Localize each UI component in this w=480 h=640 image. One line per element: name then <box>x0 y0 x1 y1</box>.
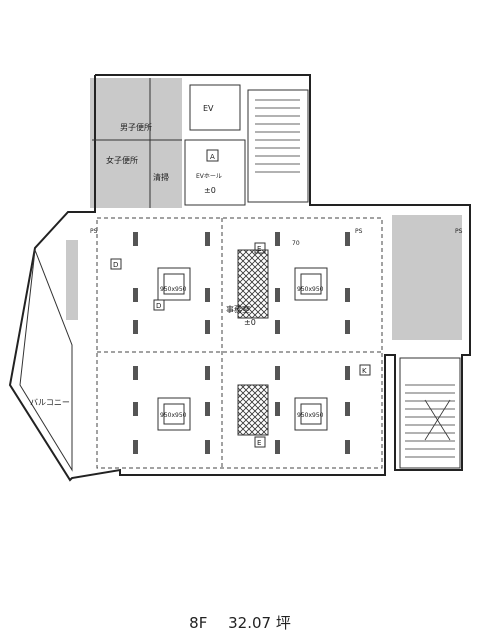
mens-toilet-label: 男子便所 <box>120 122 152 132</box>
svg-text:E: E <box>257 245 261 253</box>
ac-unit-2: 950x950 <box>294 267 328 301</box>
ac-unit-3: 950x950 <box>157 397 191 431</box>
lower-stair <box>399 357 461 469</box>
svg-text:D: D <box>113 261 118 269</box>
ac-unit-4: 950x950 <box>294 397 328 431</box>
outer-wall <box>8 74 471 482</box>
ev-hall-label: EVホール <box>196 173 222 180</box>
svg-text:D: D <box>156 302 161 310</box>
svg-text:PS: PS <box>455 228 463 235</box>
ev-label: EV <box>203 104 214 113</box>
hatched-zone-lower <box>237 384 269 436</box>
svg-text:950x950: 950x950 <box>160 286 187 293</box>
ev-shaft <box>189 84 241 131</box>
floor-caption: 8F 32.07 坪 <box>0 612 480 633</box>
svg-text:K: K <box>362 367 367 375</box>
ev-hall-marker: A <box>210 153 215 161</box>
ac-unit-1: 950x950 <box>157 267 191 301</box>
left-strip-area <box>66 240 78 320</box>
balcony-label: バルコニー <box>30 398 70 407</box>
stair-treads-upper <box>255 99 300 173</box>
svg-text:70: 70 <box>292 240 300 247</box>
svg-text:950x950: 950x950 <box>297 412 324 419</box>
office-label: 事務室 <box>226 304 250 314</box>
right-shaft-area <box>392 215 462 340</box>
svg-text:PS: PS <box>355 228 363 235</box>
floor-label: 8F <box>189 614 208 632</box>
cleaning-label: 清掃 <box>153 172 169 182</box>
balcony-outline <box>19 249 73 472</box>
svg-text:950x950: 950x950 <box>297 286 324 293</box>
svg-text:950x950: 950x950 <box>160 412 187 419</box>
womens-toilet-label: 女子便所 <box>106 155 138 165</box>
restroom-area <box>90 78 182 208</box>
ev-hall <box>184 139 246 206</box>
stair-treads-lower <box>405 384 455 458</box>
svg-text:E: E <box>257 439 261 447</box>
office-level: ±0 <box>244 318 256 327</box>
upper-stair <box>247 89 309 203</box>
office-boundary <box>96 217 383 469</box>
svg-text:PS: PS <box>90 228 98 235</box>
hatched-zone-upper <box>237 249 269 319</box>
ev-hall-level: ±0 <box>204 186 216 195</box>
light-bars <box>133 232 350 454</box>
floor-area: 32.07 坪 <box>228 614 291 632</box>
